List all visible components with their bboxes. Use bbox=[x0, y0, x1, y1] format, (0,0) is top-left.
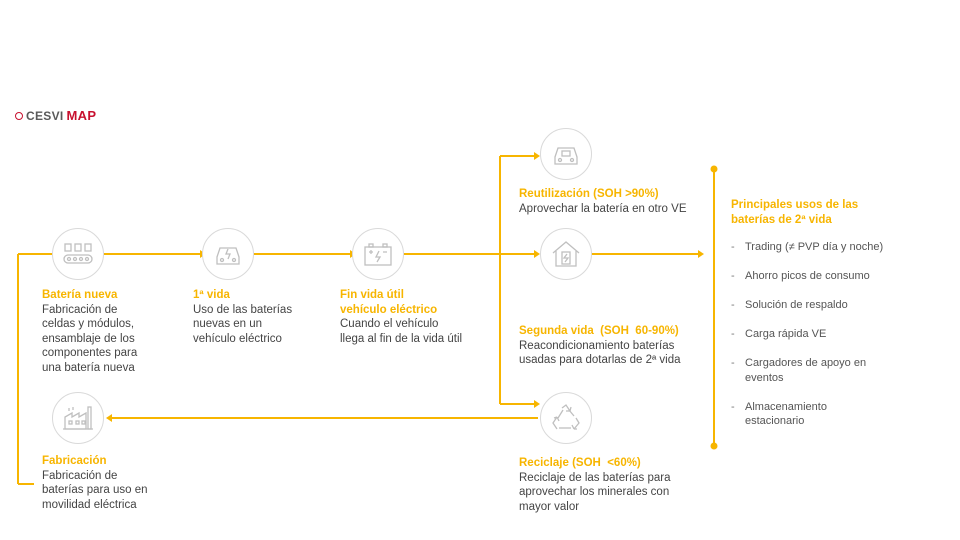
logo-text-part1: CESVI bbox=[26, 108, 64, 123]
step-title: Reutilización (SOH >90%) bbox=[519, 188, 659, 200]
step-desc-line: vehículo eléctrico bbox=[193, 332, 282, 345]
list-item: Solución de respaldo bbox=[731, 298, 905, 313]
step-desc-line: Uso de las baterías bbox=[193, 303, 293, 316]
step-reutilizacion: Reutilización (SOH >90%) Aprovechar la b… bbox=[519, 187, 687, 216]
car-battery-icon-reuse bbox=[540, 128, 592, 180]
step-desc-line: Reacondicionamiento baterías bbox=[519, 339, 675, 352]
step-desc-line: ensamblaje de los bbox=[42, 332, 135, 345]
step-title: vehículo eléctrico bbox=[340, 303, 438, 316]
list-item-text: eventos bbox=[745, 371, 784, 384]
battery-icon bbox=[352, 228, 404, 280]
list-item: Carga rápida VE bbox=[731, 327, 905, 342]
step-desc-line: nuevas en un bbox=[193, 318, 263, 330]
step-title: Batería nueva bbox=[42, 289, 118, 301]
step-title: Fin vida útil bbox=[340, 289, 404, 301]
house-battery-icon bbox=[540, 228, 592, 280]
list-item-text: Solución de respaldo bbox=[745, 299, 848, 311]
list-item-text: estacionario bbox=[745, 415, 805, 427]
uses-title-line: baterías de 2ª vida bbox=[731, 213, 832, 226]
step-segunda-vida: Segunda vida (SOH 60-90%) Reacondicionam… bbox=[519, 324, 681, 368]
list-item-text: Cargadores de apoyo en bbox=[745, 357, 867, 369]
recycle-icon bbox=[540, 392, 592, 444]
step-desc-line: componentes para bbox=[42, 347, 138, 359]
step-desc-line: aprovechar los minerales con bbox=[519, 486, 670, 498]
list-item-text: Ahorro picos de consumo bbox=[745, 270, 870, 282]
list-item-text: Almacenamiento bbox=[745, 400, 827, 413]
logo-text-part2: MAP bbox=[66, 108, 97, 123]
step-title: Reciclaje (SOH <60%) bbox=[519, 457, 641, 469]
step-title: Fabricación bbox=[42, 455, 107, 467]
step-primera-vida: 1ª vida Uso de las baterías nuevas en un… bbox=[193, 288, 292, 346]
list-item-text: Trading (≠ PVP día y noche) bbox=[745, 241, 884, 253]
factory-icon bbox=[52, 392, 104, 444]
list-item: Cargadores de apoyo en eventos bbox=[731, 356, 905, 385]
step-desc-line: Aprovechar la batería en otro VE bbox=[519, 202, 687, 215]
logo-mark-icon bbox=[15, 111, 23, 120]
step-desc-line: una batería nueva bbox=[42, 361, 135, 374]
step-desc-line: Cuando el vehículo bbox=[340, 318, 439, 330]
step-desc-line: llega al fin de la vida útil bbox=[340, 332, 463, 345]
step-reciclaje: Reciclaje (SOH <60%) Reciclaje de las ba… bbox=[519, 456, 671, 514]
step-desc-line: mayor valor bbox=[519, 500, 580, 513]
list-item: Trading (≠ PVP día y noche) bbox=[731, 240, 905, 255]
step-title: Segunda vida (SOH 60-90%) bbox=[519, 325, 679, 337]
step-desc-line: Fabricación de bbox=[42, 469, 118, 482]
step-fabricacion: Fabricación Fabricación de baterías para… bbox=[42, 454, 148, 512]
car-battery-icon bbox=[202, 228, 254, 280]
step-bateria-nueva: Batería nueva Fabricación de celdas y mó… bbox=[42, 288, 137, 375]
list-item-text: Carga rápida VE bbox=[745, 328, 827, 340]
step-desc-line: usadas para dotarlas de 2ª vida bbox=[519, 354, 681, 366]
step-fin-vida: Fin vida útil vehículo eléctrico Cuando … bbox=[340, 288, 462, 346]
list-item: Ahorro picos de consumo bbox=[731, 269, 905, 284]
step-desc-line: celdas y módulos, bbox=[42, 318, 135, 330]
step-desc-line: Fabricación de bbox=[42, 303, 118, 316]
factory-conveyor-icon bbox=[52, 228, 104, 280]
uses-title: Principales usos de las baterías de 2ª v… bbox=[731, 198, 891, 227]
uses-list: Trading (≠ PVP día y noche) Ahorro picos… bbox=[731, 240, 905, 429]
uses-title-line: Principales usos de las bbox=[731, 199, 859, 211]
step-desc-line: baterías para uso en bbox=[42, 484, 148, 496]
step-desc-line: movilidad eléctrica bbox=[42, 498, 137, 511]
step-desc-line: Reciclaje de las baterías para bbox=[519, 471, 671, 484]
step-title: 1ª vida bbox=[193, 289, 230, 301]
list-item: Almacenamiento estacionario bbox=[731, 400, 905, 429]
